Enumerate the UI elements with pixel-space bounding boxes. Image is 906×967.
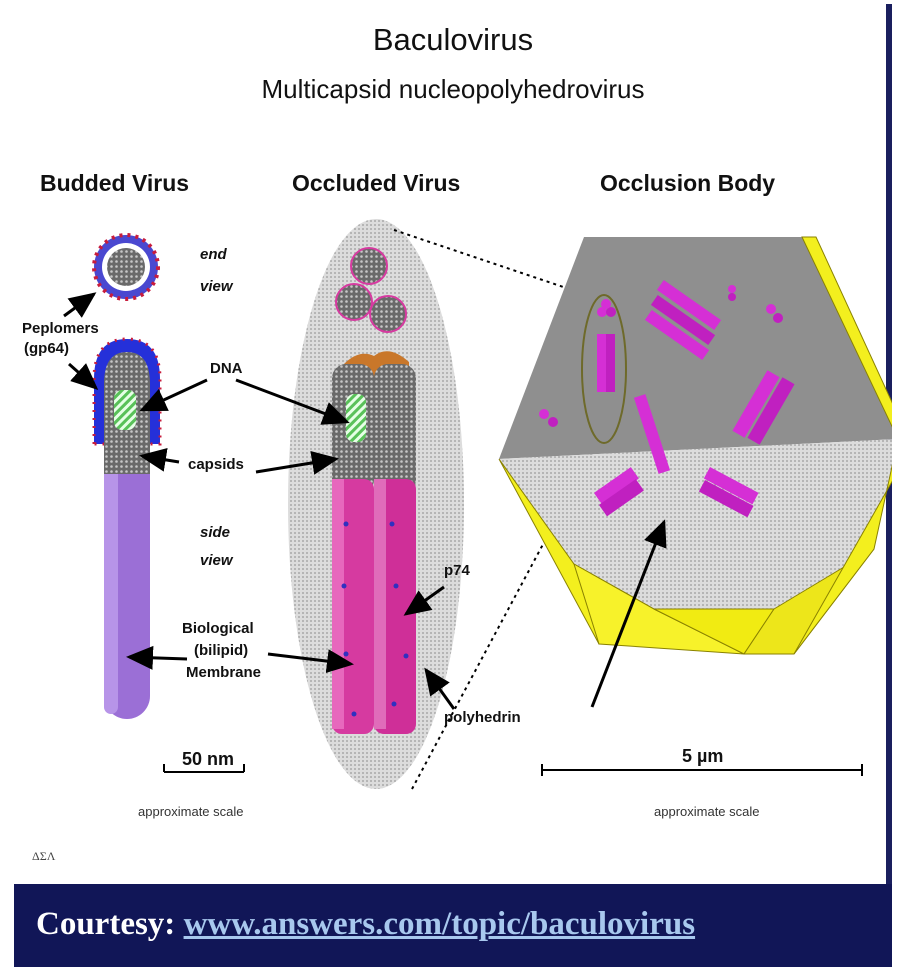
courtesy-prefix: Courtesy: <box>36 906 175 942</box>
label-dna: DNA <box>210 360 243 377</box>
label-membrane-line2: (bilipid) <box>194 642 248 659</box>
label-p74: p74 <box>444 562 470 579</box>
label-capsids: capsids <box>188 456 244 473</box>
scale-value-left: 50 nm <box>182 749 234 770</box>
occluded-virus <box>288 219 464 789</box>
panel-heading-occlusion-body: Occlusion Body <box>600 170 775 197</box>
label-membrane-line3: Membrane <box>186 664 261 681</box>
scale-caption-left: approximate scale <box>138 804 244 819</box>
label-peplomers-line1: Peplomers <box>22 320 99 337</box>
diagram-subtitle: Multicapsid nucleopolyhedrovirus <box>14 74 892 105</box>
label-end-view-line2: view <box>200 278 233 295</box>
budded-dna <box>114 390 136 430</box>
panel-heading-occluded: Occluded Virus <box>292 170 460 197</box>
diagram-canvas <box>14 4 892 884</box>
scale-caption-right: approximate scale <box>654 804 760 819</box>
diagram-slide: Baculovirus Multicapsid nucleopolyhedrov… <box>14 4 892 884</box>
courtesy-link[interactable]: www.answers.com/topic/baculovirus <box>184 906 696 942</box>
publisher-logo: ΔΣΛ <box>32 849 55 864</box>
courtesy-line: Courtesy: www.answers.com/topic/baculovi… <box>36 906 695 943</box>
scale-value-right: 5 µm <box>682 746 723 767</box>
occlusion-body <box>499 237 892 654</box>
panel-heading-budded: Budded Virus <box>40 170 189 197</box>
label-side-view-line1: side <box>200 524 230 541</box>
footer-bar: Courtesy: www.answers.com/topic/baculovi… <box>14 884 892 967</box>
label-peplomers-line2: (gp64) <box>24 340 69 357</box>
diagram-title: Baculovirus <box>14 22 892 58</box>
label-polyhedrin: polyhedrin <box>444 709 521 726</box>
label-membrane-line1: Biological <box>182 620 254 637</box>
label-end-view-line1: end <box>200 246 227 263</box>
label-side-view-line2: view <box>200 552 233 569</box>
budded-virus-side-view <box>94 339 160 719</box>
budded-virus-end-view <box>94 235 158 299</box>
